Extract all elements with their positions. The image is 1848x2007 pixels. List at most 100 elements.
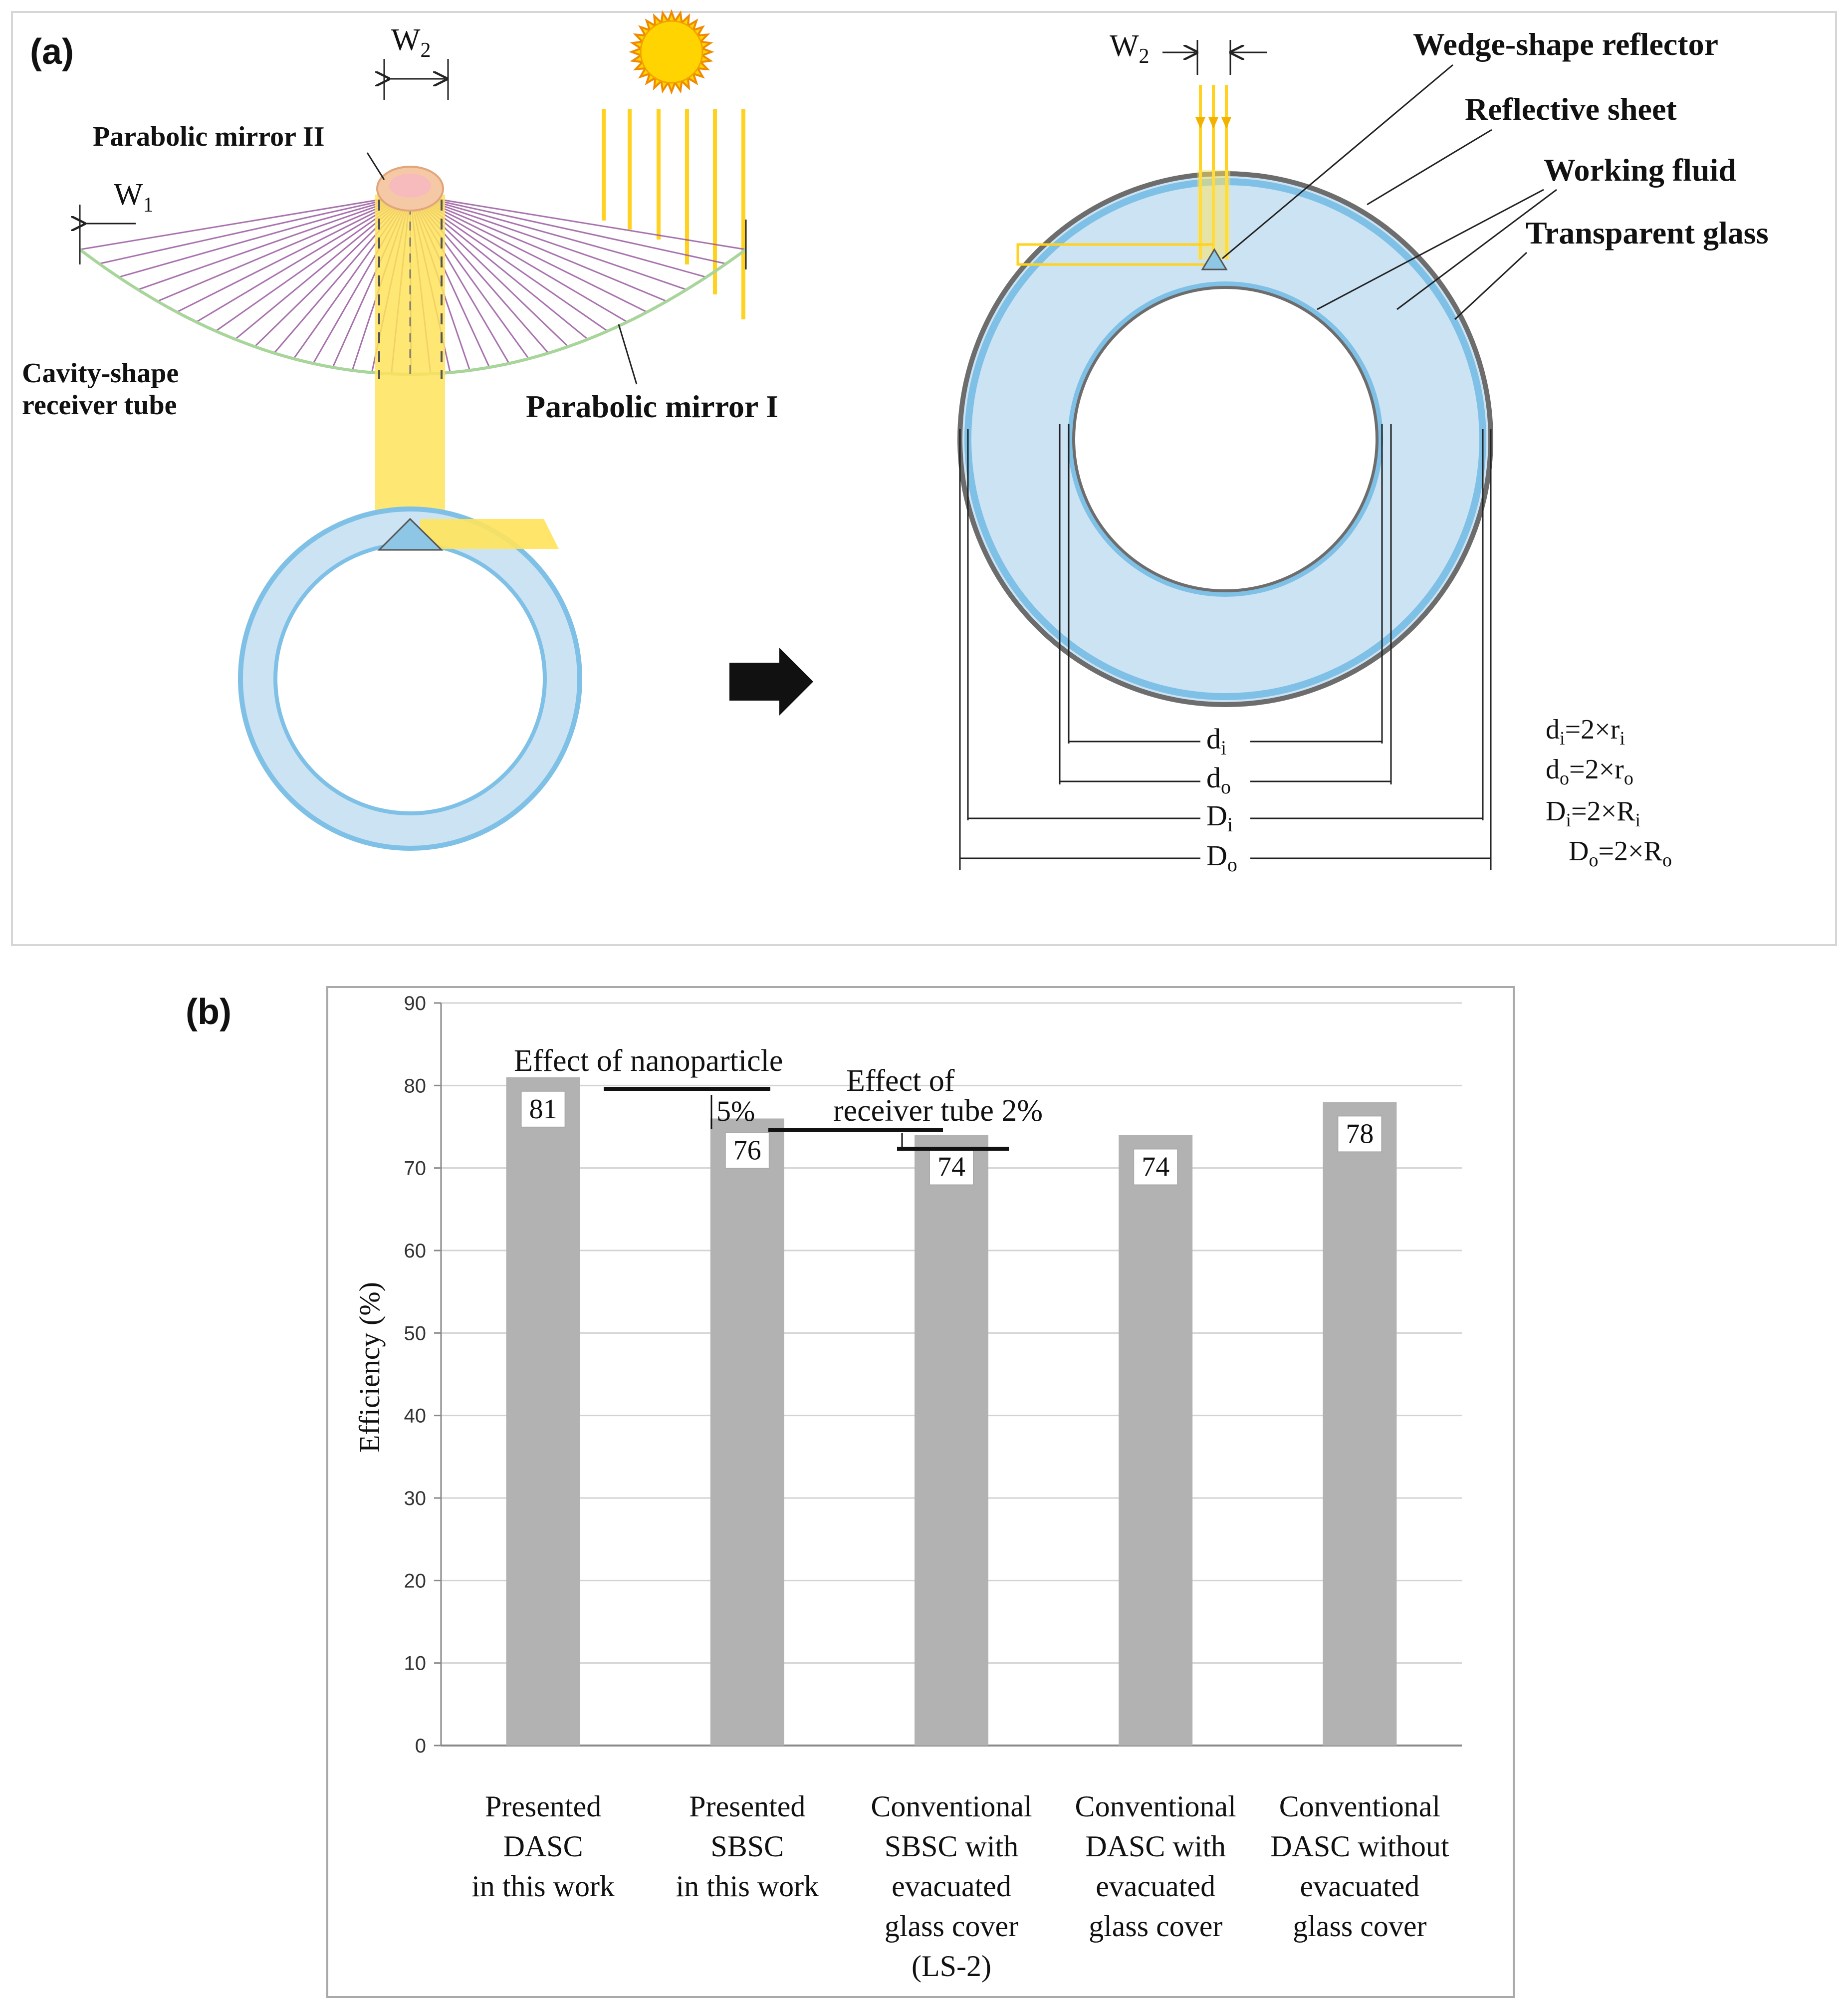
x-category-line: evacuated — [1300, 1870, 1419, 1903]
cavity-label-line1: Cavity-shape — [22, 358, 179, 389]
w1-sub: 1 — [143, 194, 154, 217]
panel-a: (a) — [11, 9, 1837, 946]
x-category-line: in this work — [676, 1870, 819, 1903]
fan-line — [410, 194, 648, 313]
bar-value-box — [724, 1132, 770, 1169]
bar-value-box — [520, 1090, 566, 1128]
fan-line — [138, 194, 411, 290]
w2-dimension-right — [1162, 40, 1267, 75]
w2-sub: 2 — [421, 39, 431, 62]
bar-value-box — [1337, 1115, 1383, 1153]
y-tick-label: 20 — [404, 1570, 427, 1592]
sun-icon — [629, 9, 714, 95]
formula-block: di=2×ri do=2×ro Di=2×Ri Do=2×Ro — [1546, 714, 1672, 871]
x-category-line: glass cover — [1293, 1910, 1426, 1943]
x-category-line: glass cover — [1089, 1910, 1222, 1943]
parabolic-mirror-ii-label: Parabolic mirror II — [93, 121, 325, 152]
formula-do: do=2×ro — [1546, 754, 1633, 789]
bar-value-box — [1133, 1148, 1178, 1186]
fan-line — [410, 194, 667, 302]
x-category-line: SBSC with — [885, 1830, 1018, 1863]
bar-value-label: 74 — [1142, 1152, 1169, 1183]
bar — [1119, 1135, 1193, 1746]
wedge-reflector-label: Wedge-shape reflector — [1413, 26, 1718, 62]
bar — [1323, 1102, 1397, 1746]
panel-b-label: (b) — [186, 992, 231, 1032]
bar — [710, 1118, 784, 1746]
w2-dimension-left — [384, 59, 449, 100]
concentrated-beam — [375, 190, 445, 549]
annotation-nanoparticle-bracket — [604, 1087, 770, 1129]
bar-value-label: 76 — [733, 1135, 761, 1166]
fan-line — [99, 194, 411, 264]
formula-di: di=2×ri — [1546, 714, 1625, 749]
svg-text:W2: W2 — [1110, 29, 1150, 68]
bar — [915, 1135, 988, 1746]
bar — [506, 1077, 580, 1746]
right-receiver-tube — [957, 85, 1493, 707]
fan-line — [176, 194, 411, 313]
x-category-line: in this work — [471, 1870, 615, 1903]
fan-line — [196, 194, 411, 323]
fan-line — [410, 194, 707, 278]
y-tick-label: 50 — [404, 1322, 427, 1344]
dim-di: di — [1206, 723, 1226, 759]
svg-text:W2: W2 — [391, 23, 431, 62]
y-tick-label: 80 — [404, 1075, 427, 1097]
fan-line — [410, 194, 628, 323]
bar-value-box — [929, 1148, 974, 1186]
x-category-line: Presented — [689, 1790, 805, 1823]
fan-line — [157, 194, 411, 302]
formula-Di: Di=2×Ri — [1546, 796, 1640, 831]
left-receiver-tube — [238, 506, 582, 851]
dim-Do: Do — [1206, 839, 1237, 876]
x-category-line: Conventional — [871, 1790, 1032, 1823]
x-category-line: Conventional — [1075, 1790, 1236, 1823]
y-tick-label: 60 — [404, 1240, 427, 1262]
mirror-i-leader — [618, 324, 638, 385]
w1-label: W — [114, 178, 143, 212]
x-category-line: glass cover — [885, 1910, 1018, 1943]
bar-value-label: 74 — [937, 1152, 965, 1183]
x-category-line: Presented — [485, 1790, 601, 1823]
dim-Di: Di — [1206, 799, 1233, 836]
dim-do: do — [1206, 761, 1231, 798]
y-tick-label: 70 — [404, 1158, 427, 1180]
y-tick-label: 30 — [404, 1488, 427, 1509]
w2-label: W — [391, 23, 421, 57]
annotation-receiver-line1: Effect of — [846, 1064, 955, 1098]
x-category-line: (LS-2) — [912, 1950, 991, 1983]
w2-right-label: W — [1110, 29, 1139, 63]
x-category-line: Conventional — [1279, 1790, 1440, 1823]
x-category-line: DASC — [503, 1830, 583, 1863]
y-axis-label: Efficiency (%) — [353, 1282, 386, 1453]
fan-line — [410, 194, 726, 264]
x-category-line: DASC without — [1270, 1830, 1449, 1863]
transition-arrow-icon — [729, 648, 813, 716]
x-category-line: evacuated — [1096, 1870, 1215, 1903]
annotation-nanoparticle: Effect of nanoparticle — [514, 1044, 783, 1078]
incoming-sun-rays — [602, 109, 745, 319]
parabolic-mirror-i-label: Parabolic mirror I — [526, 389, 778, 424]
fan-line — [410, 194, 687, 290]
x-category-line: SBSC — [710, 1830, 784, 1863]
x-category-line: evacuated — [892, 1870, 1011, 1903]
annotation-receiver-line2: receiver tube 2% — [833, 1094, 1043, 1128]
parabolic-mirror-ii-dish — [376, 166, 444, 212]
fan-line — [118, 194, 411, 278]
annotation-receiver-bracket — [768, 1128, 1009, 1151]
y-tick-label: 90 — [404, 993, 427, 1014]
y-tick-label: 0 — [415, 1735, 426, 1757]
bar-value-label: 78 — [1346, 1118, 1374, 1149]
w2-right-sub: 2 — [1139, 45, 1150, 68]
formula-Do: Do=2×Ro — [1569, 836, 1672, 871]
panel-a-label: (a) — [30, 32, 74, 72]
